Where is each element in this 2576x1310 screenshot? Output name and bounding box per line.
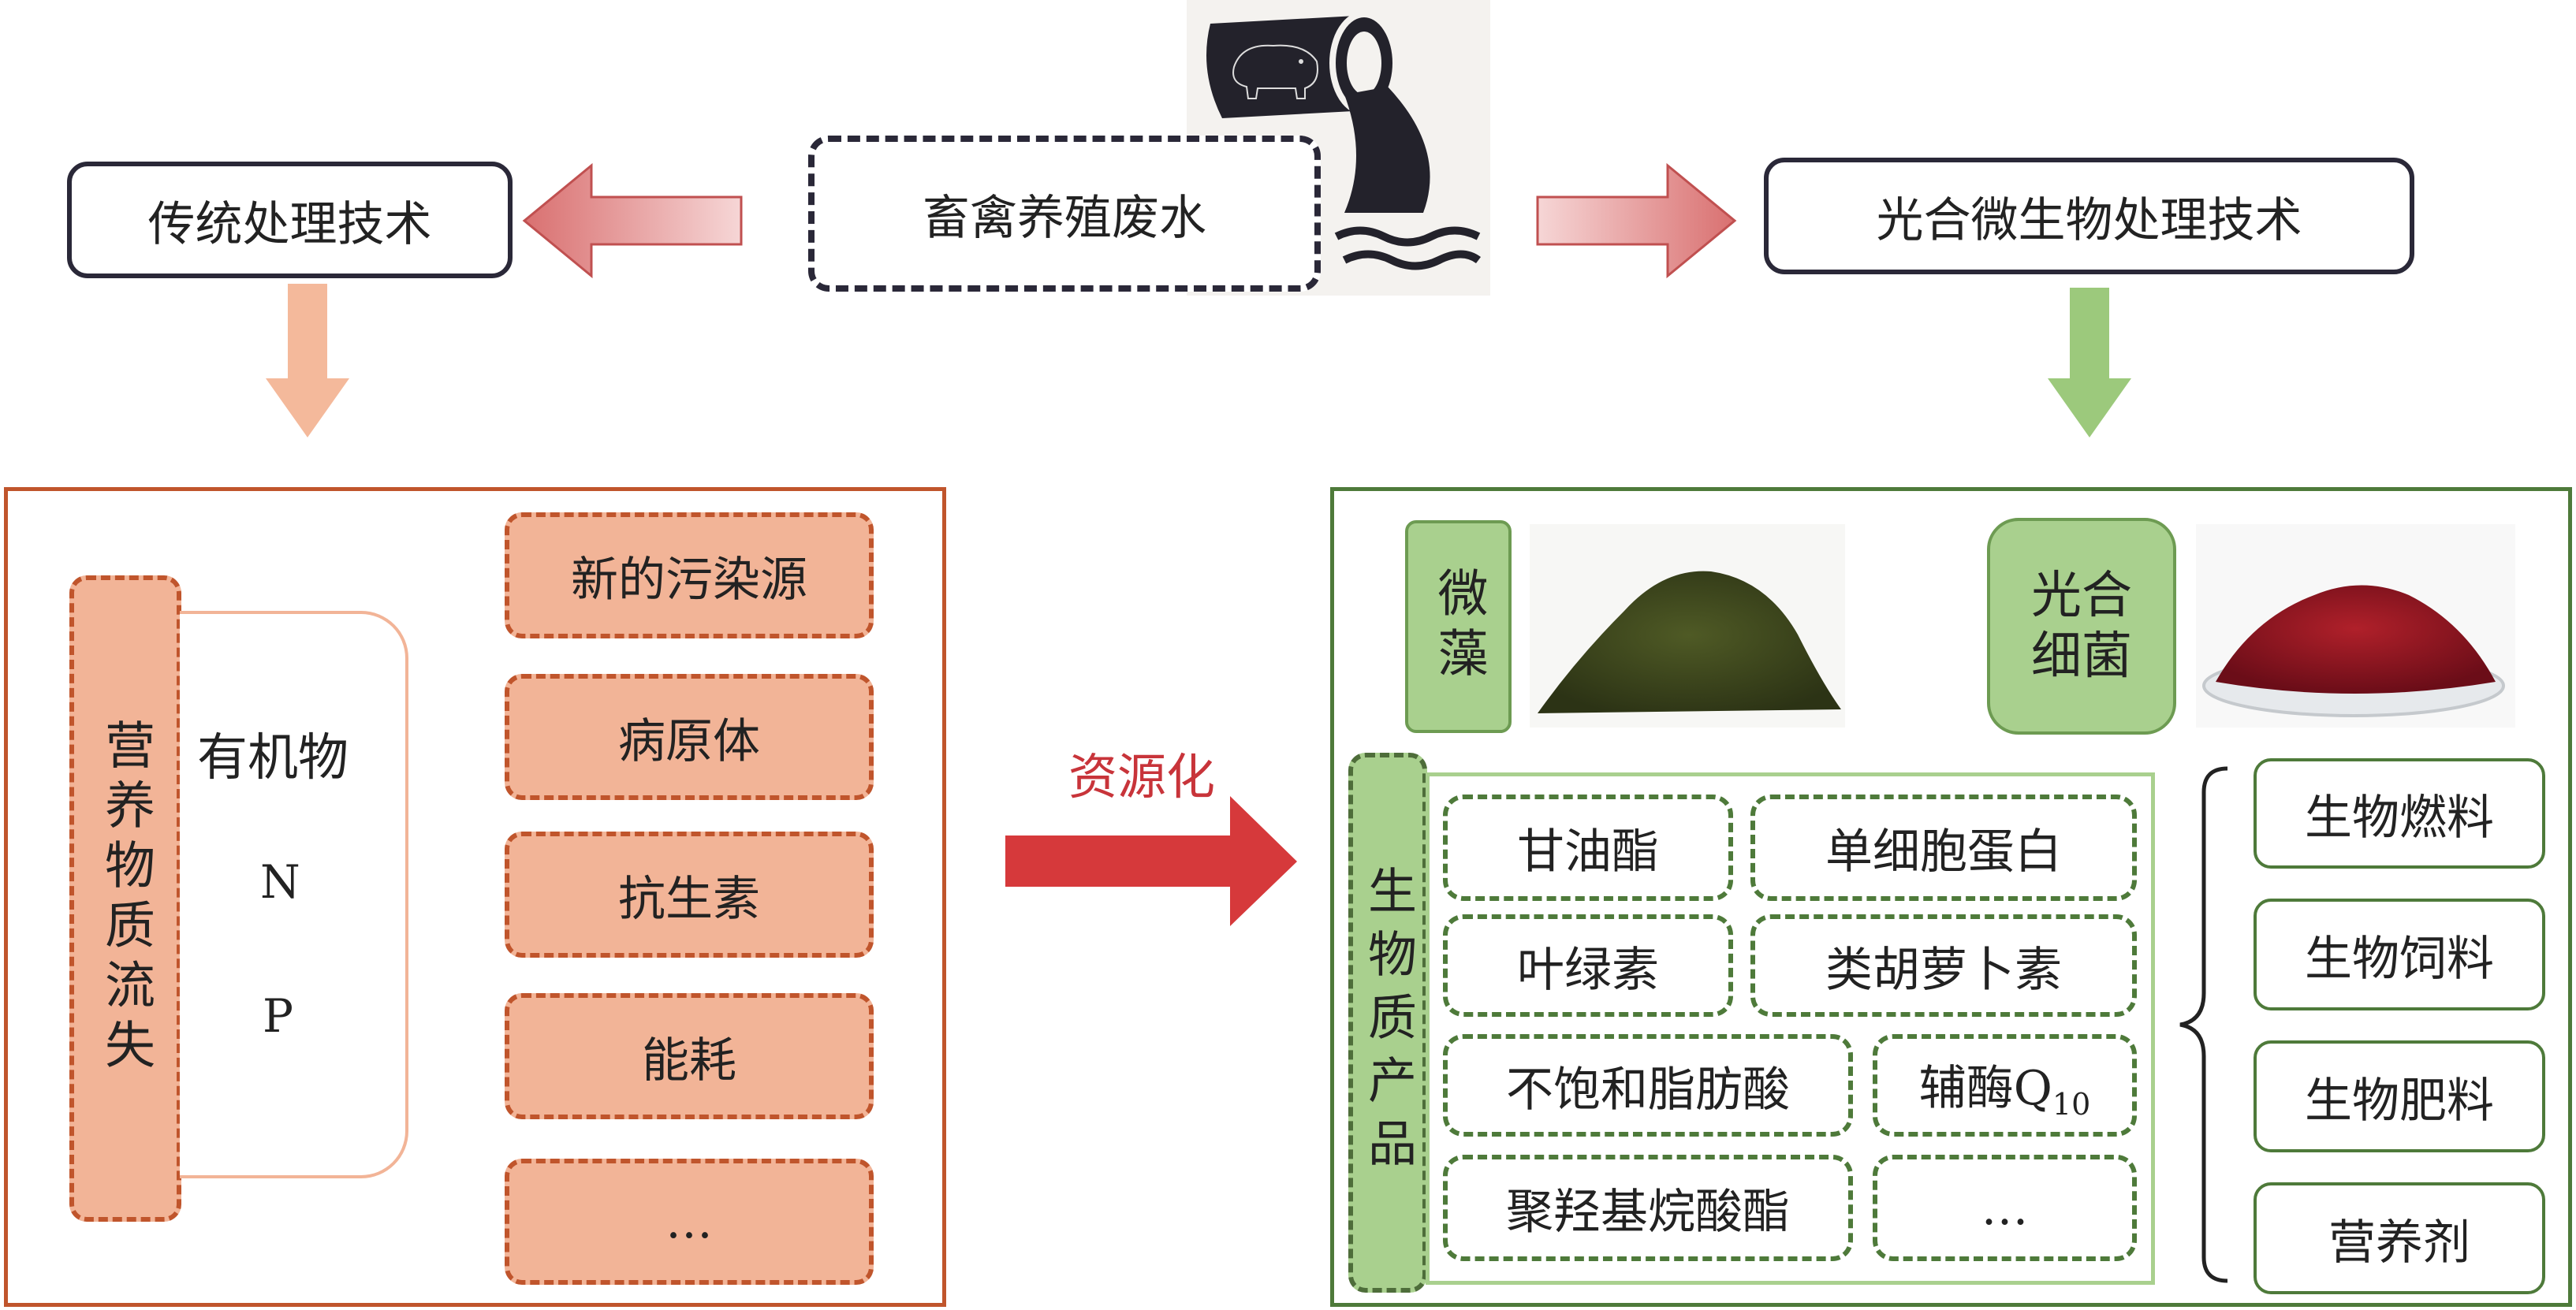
product-item-label: 甘油酯 bbox=[1517, 824, 1659, 880]
orange-down-arrow-icon bbox=[266, 284, 349, 437]
photosynthetic-treatment-label: 光合微生物处理技术 bbox=[1876, 192, 2302, 248]
product-item: 甘油酯 bbox=[1443, 795, 1733, 901]
product-item: 单细胞蛋白 bbox=[1750, 795, 2137, 901]
coenzyme-label: 辅酶Q10 bbox=[1919, 1050, 2091, 1122]
output-item-label: 生物饲料 bbox=[2305, 931, 2494, 987]
product-item-label: 叶绿素 bbox=[1517, 942, 1659, 998]
product-item: 聚羟基烷酸酯 bbox=[1443, 1155, 1853, 1261]
problem-item: 能耗 bbox=[505, 993, 874, 1119]
phosphorus-label: P bbox=[263, 989, 294, 1043]
product-item-label: 单细胞蛋白 bbox=[1825, 824, 2062, 880]
product-item-label: 类胡萝卜素 bbox=[1825, 942, 2062, 998]
product-item-label: 不饱和脂肪酸 bbox=[1506, 1062, 1790, 1118]
output-item: 生物燃料 bbox=[2254, 758, 2545, 869]
photosynthetic-treatment-box: 光合微生物处理技术 bbox=[1764, 158, 2414, 274]
product-item: 类胡萝卜素 bbox=[1750, 914, 2137, 1017]
nutrient-loss-text: 营养物质流失 bbox=[96, 719, 155, 1078]
problem-item: … bbox=[505, 1159, 874, 1285]
resource-arrow-icon bbox=[1005, 796, 1297, 926]
problem-item-label: 抗生素 bbox=[618, 871, 760, 927]
product-item-label: … bbox=[1981, 1180, 2029, 1236]
product-item: 叶绿素 bbox=[1443, 914, 1733, 1017]
problem-item: 抗生素 bbox=[505, 832, 874, 958]
product-item: 不饱和脂肪酸 bbox=[1443, 1034, 1853, 1137]
output-item: 营养剂 bbox=[2254, 1182, 2545, 1294]
problem-item: 病原体 bbox=[505, 674, 874, 800]
biomass-products-label-box: 生物质产品 bbox=[1348, 753, 1427, 1293]
problem-item-label: … bbox=[665, 1194, 713, 1249]
wastewater-pipe-icon bbox=[1187, 0, 1490, 296]
traditional-treatment-label: 传统处理技术 bbox=[147, 196, 432, 252]
problem-item-label: 新的污染源 bbox=[571, 552, 807, 608]
photosynthetic-bacteria-text: 光合细菌 bbox=[2031, 566, 2132, 686]
nutrient-loss-label-box: 营养物质流失 bbox=[69, 575, 181, 1222]
microalgae-text: 微藻 bbox=[1429, 567, 1488, 687]
product-item: 辅酶Q10 bbox=[1873, 1034, 2137, 1137]
organics-bracket bbox=[180, 611, 408, 1178]
output-item-label: 生物肥料 bbox=[2305, 1073, 2494, 1129]
microalgae-label-box: 微藻 bbox=[1405, 520, 1512, 733]
product-item-label: 聚羟基烷酸酯 bbox=[1506, 1185, 1790, 1240]
brace-icon bbox=[2179, 766, 2228, 1283]
output-item-label: 生物燃料 bbox=[2305, 790, 2494, 846]
coenzyme-text: 辅酶Q bbox=[1918, 1060, 2052, 1116]
output-item: 生物肥料 bbox=[2254, 1040, 2545, 1152]
photosynthetic-bacteria-label-box: 光合细菌 bbox=[1987, 518, 2176, 735]
microalgae-powder-image bbox=[1530, 524, 1845, 728]
problem-item: 新的污染源 bbox=[505, 512, 874, 638]
wastewater-source-box: 畜禽养殖废水 bbox=[808, 136, 1321, 292]
source-label: 畜禽养殖废水 bbox=[923, 190, 1206, 246]
biomass-products-text: 生物质产品 bbox=[1359, 865, 1417, 1181]
output-item: 生物饲料 bbox=[2254, 899, 2545, 1010]
right-arrow-icon bbox=[1536, 162, 1737, 279]
green-down-arrow-icon bbox=[2048, 288, 2131, 437]
coenzyme-subscript: 10 bbox=[2052, 1086, 2091, 1122]
traditional-treatment-box: 传统处理技术 bbox=[67, 162, 513, 278]
problem-item-label: 病原体 bbox=[618, 713, 760, 769]
nitrogen-label: N bbox=[260, 855, 300, 909]
left-arrow-icon bbox=[522, 162, 743, 279]
output-item-label: 营养剂 bbox=[2328, 1215, 2470, 1271]
resource-utilization-label: 资源化 bbox=[1068, 748, 1216, 806]
problem-item-label: 能耗 bbox=[642, 1033, 736, 1089]
bacteria-powder-image bbox=[2196, 524, 2515, 728]
organics-label: 有机物 bbox=[197, 729, 349, 787]
product-item: … bbox=[1873, 1155, 2137, 1261]
